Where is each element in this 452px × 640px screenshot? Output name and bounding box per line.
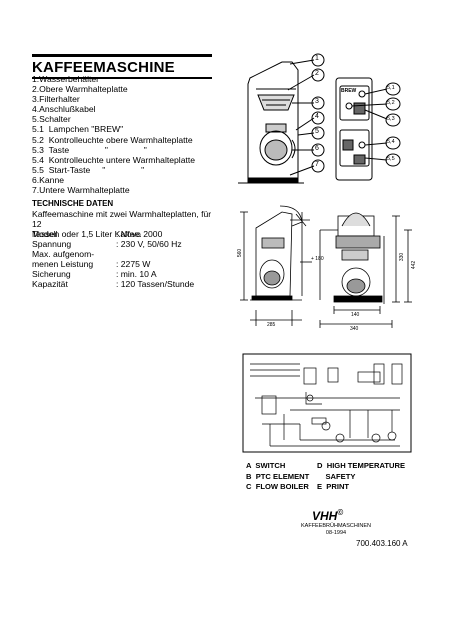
- legend-entry: E PRINT: [317, 482, 350, 491]
- spec-value: : min. 10 A: [116, 268, 157, 279]
- dim-140: 140: [351, 312, 360, 318]
- panel-callout-5-3: 5,3: [387, 116, 395, 122]
- tech-heading: TECHNISCHE DATEN: [32, 199, 114, 208]
- copyright-mark: ©: [337, 508, 344, 517]
- part-item: 5.2 Kontrolleuchte obere Warmhalteplatte: [32, 134, 193, 145]
- spec-key: Spannung: [32, 238, 72, 249]
- spec-row: Spannung : 230 V, 50/60 Hz: [32, 238, 232, 250]
- brand-date: 08-1994: [325, 529, 347, 536]
- legend-entry: C FLOW BOILER: [246, 482, 309, 491]
- legend-entry: SAFETY: [317, 471, 356, 481]
- part-item: 5.3 Taste " ": [32, 144, 147, 155]
- spec-value: : 2275 W: [116, 258, 151, 269]
- legend-row: B PTC ELEMENT SAFETY: [246, 472, 426, 483]
- title-rule-bottom: [32, 77, 212, 79]
- part-item: 1.Wasserbehälter: [32, 74, 100, 84]
- dim-330: 330: [399, 252, 406, 262]
- spec-row: Max. aufgenom-: [32, 248, 232, 260]
- spec-row: Modell : Novo 2000: [32, 229, 232, 240]
- spec-row: menen Leistung : 2275 W: [32, 258, 232, 270]
- part-item: 6.Kanne: [32, 174, 65, 185]
- brand-subtitle: KAFFEEBRÜHMASCHINEN 08-1994: [296, 523, 376, 536]
- legend-entry: B PTC ELEMENT: [246, 471, 310, 481]
- dim-560: 560: [237, 248, 244, 258]
- part-item: 2.Obere Warmhalteplatte: [32, 84, 128, 95]
- panel-callout-5-2: 5,2: [387, 100, 395, 106]
- part-item: 5.Schalter: [32, 114, 71, 125]
- callout-7: 7: [315, 161, 319, 168]
- callout-4: 4: [315, 113, 319, 120]
- parts-list: 1.Wasserbehälter 2.Obere Warmhalteplatte…: [32, 74, 232, 195]
- dim-285: 285: [267, 322, 276, 328]
- callout-1: 1: [315, 55, 319, 62]
- legend-entry: A SWITCH: [246, 461, 286, 470]
- callout-6: 6: [315, 145, 319, 152]
- title-block: KAFFEEMASCHINE: [32, 54, 212, 79]
- spec-key: Max. aufgenom-: [32, 248, 95, 259]
- spec-value: : Novo 2000: [116, 229, 163, 239]
- spec-key: Kapazität: [32, 278, 68, 289]
- panel-callout-5-4: 5,4: [387, 139, 395, 145]
- part-item: 5.5 Start-Taste " ": [32, 164, 145, 175]
- dim-340: 340: [350, 326, 359, 332]
- spec-value: : 230 V, 50/60 Hz: [116, 238, 182, 249]
- spec-value: : 120 Tassen/Stunde: [116, 278, 195, 289]
- callout-3: 3: [315, 98, 319, 105]
- part-item: 3.Filterhalter: [32, 94, 80, 105]
- panel-callout-5-5: 5,5: [387, 156, 395, 162]
- part-item: 7.Untere Warmhalteplatte: [32, 185, 130, 196]
- legend-row: C FLOW BOILER E PRINT: [246, 482, 426, 493]
- dim-180: + 180: [311, 256, 324, 262]
- spec-row: Kapazität : 120 Tassen/Stunde: [32, 278, 232, 290]
- callout-2: 2: [315, 70, 319, 77]
- panel-callout-5-1: 5,1: [387, 85, 395, 91]
- part-item: 4.Anschlußkabel: [32, 104, 96, 115]
- callout-5: 5: [315, 128, 319, 135]
- dim-442: 442: [411, 260, 418, 270]
- spec-key: Sicherung: [32, 268, 71, 279]
- brand-name: VHH: [312, 509, 338, 523]
- legend-entry: D HIGH TEMPERATURE: [317, 461, 406, 470]
- brand-subtitle-line: KAFFEEBRÜHMASCHINEN: [301, 523, 371, 529]
- spec-table: Modell : Novo 2000 Spannung : 230 V, 50/60…: [32, 229, 232, 290]
- tech-desc-line: Tassen oder 1,5 Liter Kaffee.: [32, 229, 142, 239]
- circuit-legend: A SWITCH D HIGH TEMPERATURE B PTC ELEMENT…: [246, 461, 426, 493]
- spec-row: Sicherung : min. 10 A: [32, 268, 232, 280]
- tech-description: Kaffeemaschine mit zwei Warmhalteplatten…: [32, 209, 222, 239]
- brand-logo: VHH©: [312, 508, 343, 523]
- tech-desc-line: Kaffeemaschine mit zwei Warmhalteplatten…: [32, 209, 212, 229]
- part-item: 5.1 Lampchen "BREW": [32, 124, 124, 135]
- title-rule-top: [32, 54, 212, 57]
- part-item: 5.4 Kontrolleuchte untere Warmhalteplatt…: [32, 154, 196, 165]
- panel-label: BREW: [341, 88, 357, 94]
- spec-key: Modell: [32, 229, 58, 239]
- spec-key: menen Leistung: [32, 258, 94, 269]
- page-title: KAFFEEMASCHINE: [32, 59, 175, 76]
- legend-row: A SWITCH D HIGH TEMPERATURE: [246, 461, 426, 472]
- document-number: 700.403.160 A: [356, 539, 408, 548]
